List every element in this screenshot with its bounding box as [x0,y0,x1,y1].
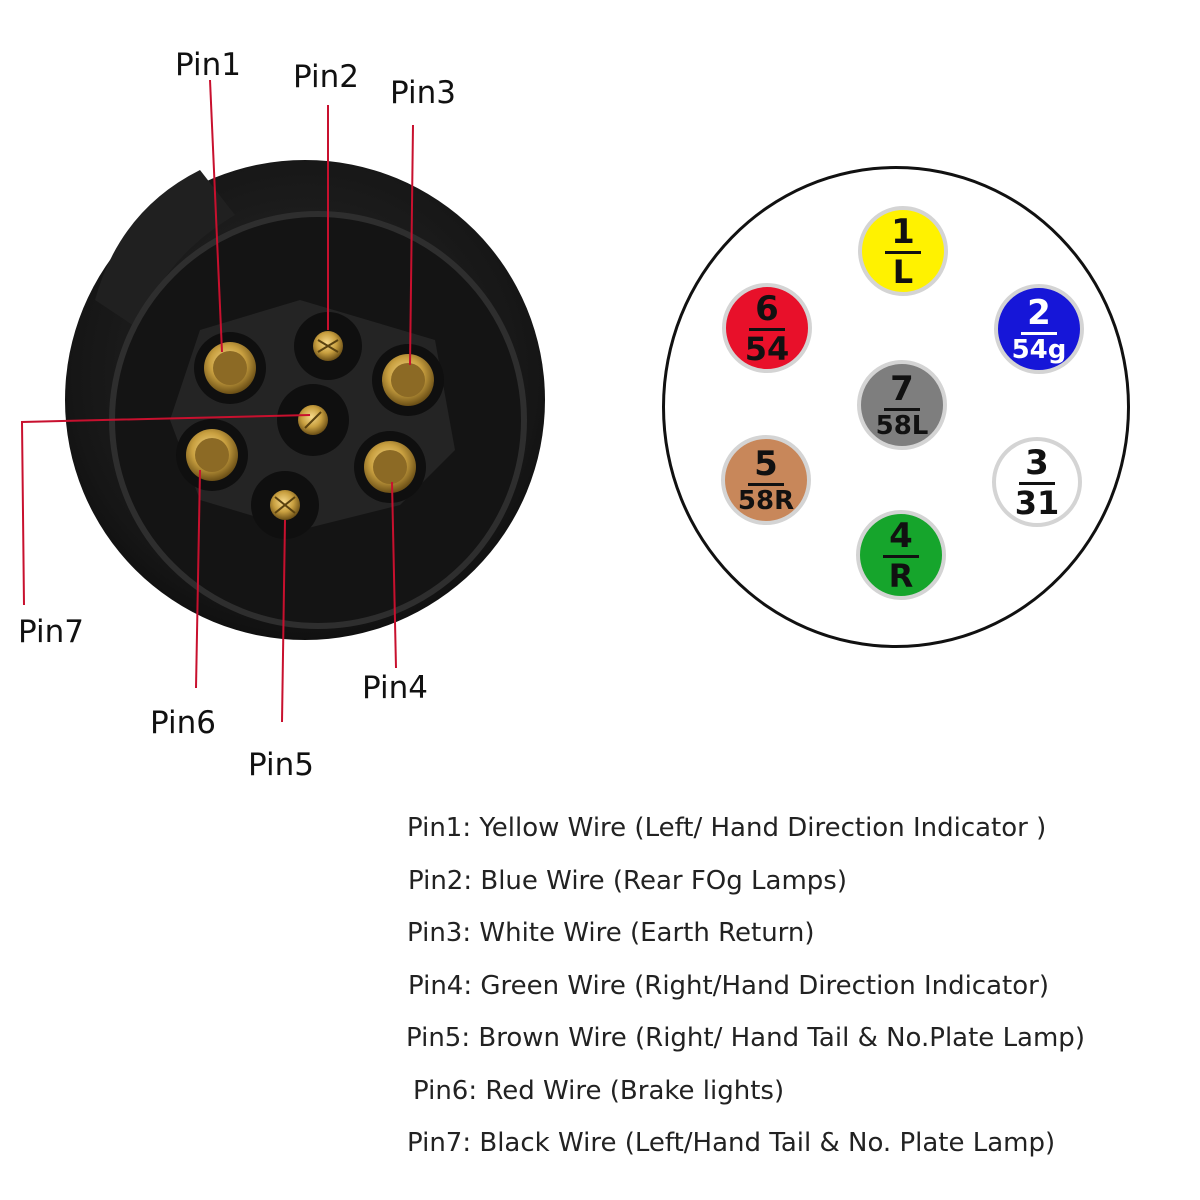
legend-pin7: Pin7: Black Wire (Left/Hand Tail & No. P… [407,1128,1056,1158]
legend-pin3: Pin3: White Wire (Earth Return) [407,918,815,948]
badge-pin4-number: 4 [883,519,919,558]
badge-pin7: 7 58L [857,360,947,450]
badge-pin7-number: 7 [884,372,920,411]
badge-pin4-code: R [888,556,914,595]
badge-pin5: 5 58R [721,435,811,525]
callout-label-pin1: Pin1 [175,47,241,83]
callout-line-pin7 [20,414,311,606]
callout-label-pin2: Pin2 [293,59,359,95]
pin-4-socket [354,431,426,503]
badge-pin7-code: 58L [875,410,929,441]
badge-pin6-number: 6 [749,292,785,331]
callout-label-pin7: Pin7 [18,614,84,650]
badge-pin5-code: 58R [737,485,795,516]
callout-label-pin6: Pin6 [150,705,216,741]
badge-pin2-code: 54g [1011,334,1067,365]
callout-line-pin6 [195,469,201,689]
badge-pin5-number: 5 [748,447,784,486]
badge-pin3: 3 31 [992,437,1082,527]
legend-pin1: Pin1: Yellow Wire (Left/ Hand Direction … [407,813,1047,843]
badge-pin2-number: 2 [1021,296,1057,335]
callout-line-pin1 [209,79,223,353]
callout-label-pin3: Pin3 [390,75,456,111]
callout-line-pin4 [391,481,397,669]
badge-pin1-number: 1 [885,215,921,254]
legend-pin4: Pin4: Green Wire (Right/Hand Direction I… [408,971,1049,1001]
badge-pin6: 6 54 [722,283,812,373]
callout-label-pin4: Pin4 [362,670,428,706]
badge-pin2: 2 54g [994,284,1084,374]
socket-lid-hinge [95,170,235,330]
badge-pin1-code: L [892,252,914,291]
pin-3-socket [372,344,444,416]
badge-pin1: 1 L [858,206,948,296]
callout-label-pin5: Pin5 [248,747,314,783]
badge-pin6-code: 54 [744,329,790,368]
pin-1-socket [194,332,266,404]
legend-pin2: Pin2: Blue Wire (Rear FOg Lamps) [408,866,847,896]
legend-pin5: Pin5: Brown Wire (Right/ Hand Tail & No.… [406,1023,1085,1053]
callout-line-pin3 [409,124,414,366]
badge-pin3-number: 3 [1019,446,1055,485]
pin-5-socket [251,471,319,539]
badge-pin4: 4 R [856,510,946,600]
badge-pin3-code: 31 [1014,483,1060,522]
callout-line-pin5 [281,519,286,723]
pin-2-socket [294,312,362,380]
pin-7-socket [277,384,349,456]
legend-pin6: Pin6: Red Wire (Brake lights) [413,1076,785,1106]
pin-6-socket [176,419,248,491]
